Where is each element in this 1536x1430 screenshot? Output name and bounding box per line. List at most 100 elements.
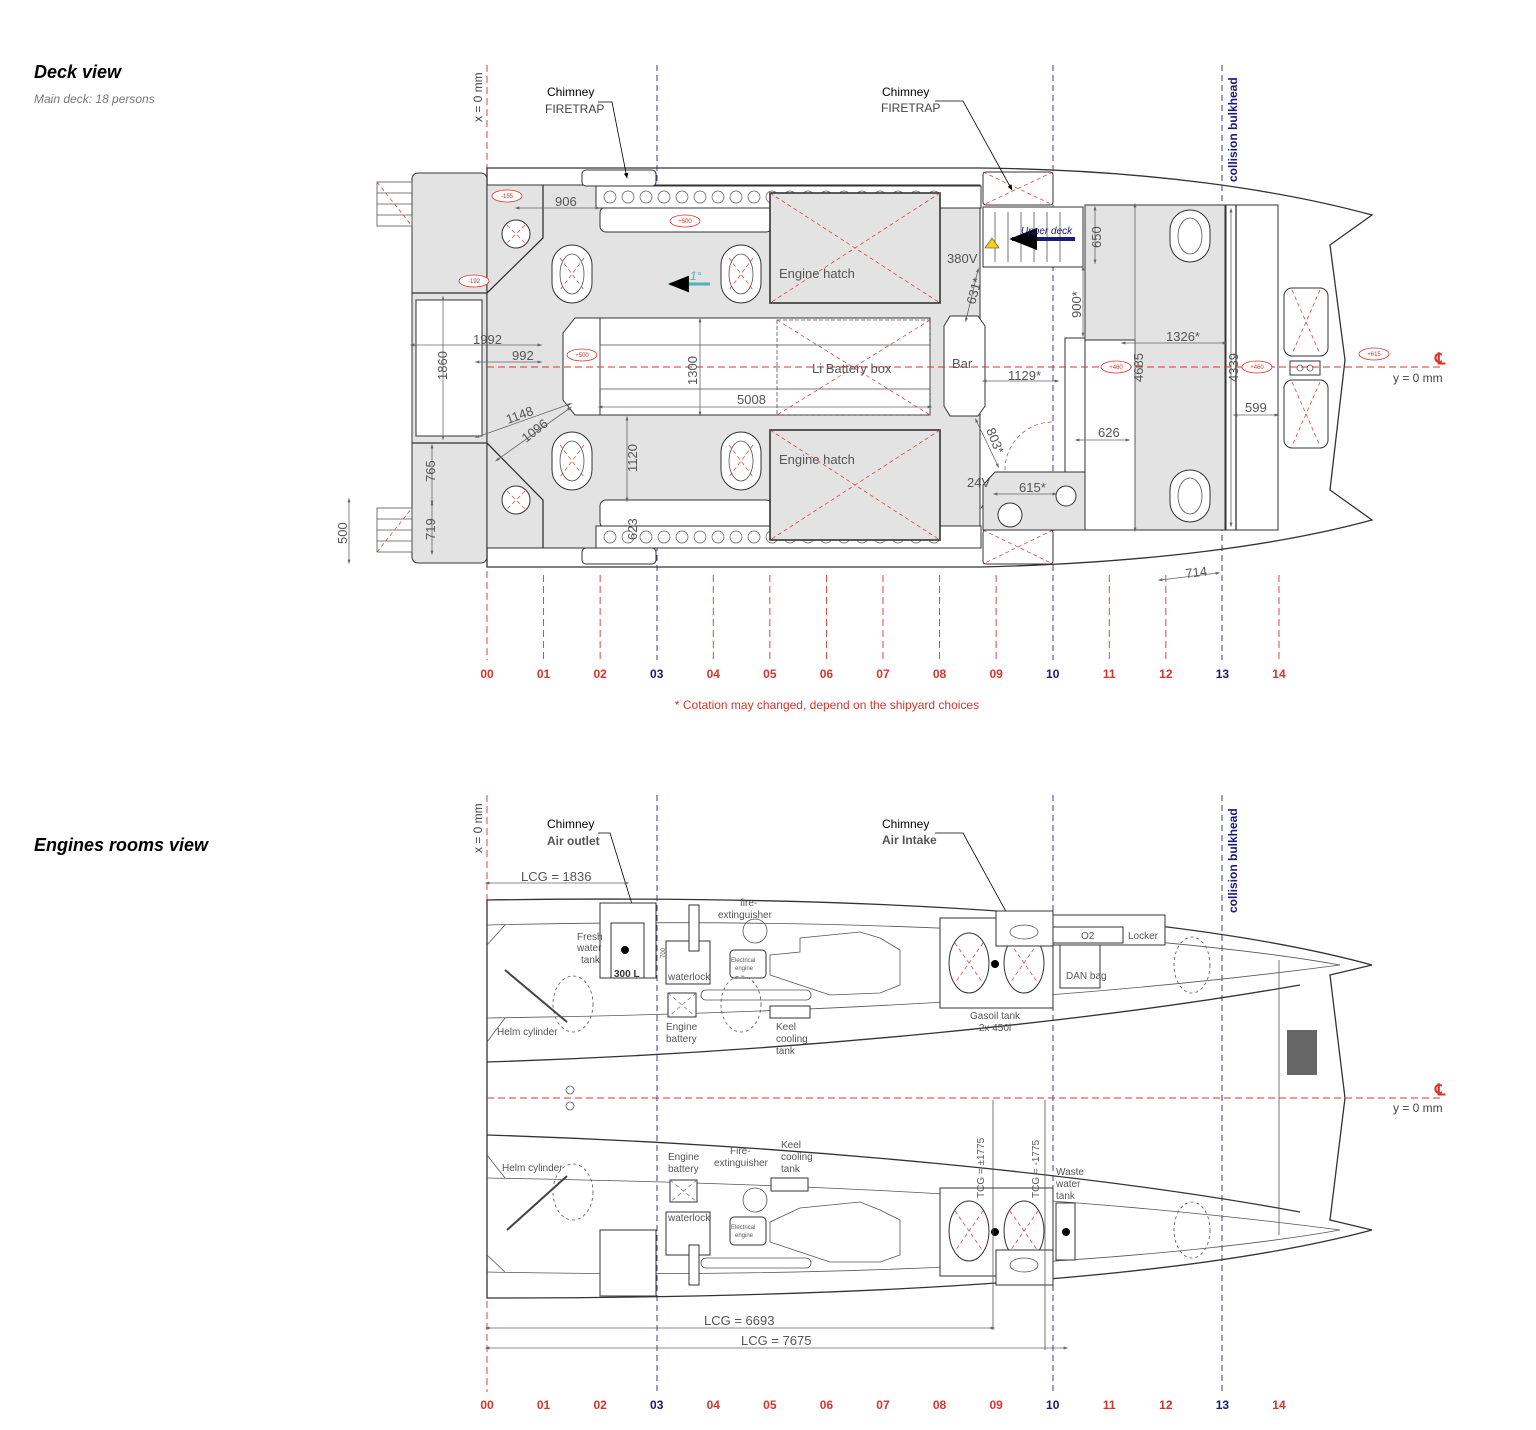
dim-4339: 4339 — [1226, 353, 1241, 382]
waterlock-bottom — [665, 1211, 711, 1256]
central-seat-block — [599, 317, 931, 416]
dim-599: 599 — [1245, 400, 1267, 415]
anchor-chain — [1287, 1030, 1317, 1075]
seat-marker — [657, 530, 671, 544]
svg-text:+460: +460 — [1109, 365, 1123, 371]
aft-console — [562, 317, 601, 416]
electrical-engine-top — [729, 949, 767, 979]
windlass — [1289, 360, 1321, 376]
station-label-01: 01 — [537, 667, 551, 681]
station-label-07: 07 — [876, 667, 890, 681]
chimney-fwd-label: Chimney — [882, 85, 929, 99]
station-label-11: 11 — [1103, 667, 1116, 681]
dim-615: 615* — [1019, 480, 1046, 495]
seat-marker — [729, 190, 743, 204]
station-label-00: 00 — [480, 1398, 494, 1412]
helm-cylinder-bottom-label: Helm cylinder — [502, 1163, 563, 1174]
seat-marker — [693, 190, 707, 204]
dan-bag-label: DAN bag — [1066, 971, 1107, 982]
air-intake-box-bottom — [995, 1249, 1054, 1286]
dan-bag — [1059, 944, 1101, 989]
station-label-03: 03 — [650, 1398, 664, 1412]
engine-bottom — [769, 1201, 901, 1263]
swim-step — [415, 299, 483, 437]
centerline-symbol: ℄ — [1434, 351, 1446, 368]
svg-text:-155: -155 — [501, 194, 514, 200]
seat-marker — [711, 530, 725, 544]
dim-719: 719 — [423, 518, 438, 540]
helm-cylinder-top — [504, 969, 568, 1023]
seat-marker — [747, 190, 761, 204]
firetrap-aft-label: FIRETRAP — [545, 102, 604, 116]
station-label-02: 02 — [593, 1398, 607, 1412]
hatch-oval — [551, 431, 593, 491]
anchor-locker — [1283, 379, 1329, 449]
dim-700: 700 — [661, 947, 667, 958]
station-label-14: 14 — [1272, 1398, 1286, 1412]
dim-631: 631* — [963, 276, 984, 306]
li-battery-box — [776, 319, 931, 416]
lcg-7675: LCG = 7675 — [741, 1333, 811, 1348]
station-label-03: 03 — [650, 667, 664, 681]
seat-marker — [603, 190, 617, 204]
dim-992: 992 — [512, 348, 534, 363]
air-outlet-label: Air outlet — [547, 834, 600, 848]
svg-text:+460: +460 — [1250, 365, 1264, 371]
fire-extinguisher-bottom — [742, 1187, 768, 1213]
station-label-10: 10 — [1046, 667, 1060, 681]
station-label-07: 07 — [876, 1398, 890, 1412]
seat-marker — [675, 530, 689, 544]
hatch-oval — [1169, 209, 1211, 263]
partition — [1064, 337, 1086, 474]
station-label-04: 04 — [707, 1398, 721, 1412]
y-origin-label: y = 0 mm — [1393, 371, 1443, 385]
engine-top — [769, 931, 901, 996]
dim-1992: 1992 — [473, 332, 502, 347]
svg-text:-192: -192 — [468, 279, 481, 285]
deck-hatch-round — [501, 219, 531, 249]
station-label-08: 08 — [933, 667, 947, 681]
hatch-oval — [1169, 469, 1211, 523]
tcg-neg-label: TCG = -1775 — [1031, 1139, 1042, 1198]
hull-inner-port — [486, 984, 1301, 1063]
seat-marker — [693, 530, 707, 544]
seat-marker — [621, 530, 635, 544]
x-origin-label: x = 0 mm — [471, 72, 485, 122]
engine-view: ℄ y = 0 mm x = 0 mm collision bulkhead C… — [471, 795, 1446, 1412]
battery-box-label: Li Battery box — [812, 361, 892, 376]
station-label-01: 01 — [537, 1398, 551, 1412]
chimney-aft-label: Chimney — [547, 85, 594, 99]
deck-view-title: Deck view — [34, 62, 122, 82]
station-label-09: 09 — [989, 667, 1003, 681]
seat-marker — [747, 530, 761, 544]
air-intake-label: Air Intake — [882, 833, 937, 847]
air-intake-box-top — [995, 910, 1054, 947]
collision-bulkhead-label: collision bulkhead — [1226, 808, 1240, 913]
fire-extinguisher-bottom-label: Fire-extinguisher — [714, 1146, 769, 1169]
anchor-locker — [1283, 287, 1329, 357]
dim-500: 500 — [335, 522, 350, 544]
dim-623: 623 — [625, 518, 640, 540]
firetrap-fwd-label: FIRETRAP — [881, 101, 940, 115]
seat-marker — [639, 530, 653, 544]
chimney-intake-label: Chimney — [882, 817, 929, 831]
dim-900: 900* — [1069, 291, 1084, 318]
tcg-pos-label: TCG = ±1775 — [976, 1137, 987, 1198]
x-origin-label: x = 0 mm — [471, 803, 485, 853]
chimney-firetrap-aft — [581, 169, 657, 187]
seat-marker — [729, 530, 743, 544]
dim-5008: 5008 — [737, 392, 766, 407]
station-label-04: 04 — [707, 667, 721, 681]
waterlock-top-label: waterlock — [667, 972, 711, 983]
dim-1129: 1129* — [1008, 368, 1041, 383]
hatch-oval — [551, 244, 593, 304]
electrical-engine-bottom — [729, 1216, 767, 1246]
station-label-13: 13 — [1216, 667, 1230, 681]
waterlock-bottom-label: waterlock — [667, 1213, 711, 1224]
keel-cooling-tank-bottom — [770, 1177, 809, 1192]
